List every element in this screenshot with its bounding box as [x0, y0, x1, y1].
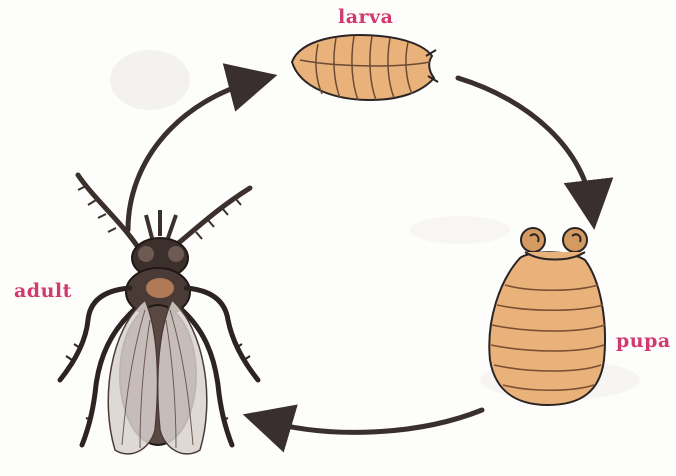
label-larva: larva [338, 6, 393, 28]
pupa-figure [489, 228, 605, 405]
arrow-pupa-to-adult [262, 410, 482, 432]
adult-fly-figure [60, 175, 258, 454]
larva-figure [292, 35, 438, 100]
label-pupa: pupa [616, 330, 671, 352]
arrow-larva-to-pupa [458, 78, 592, 210]
label-adult: adult [14, 280, 72, 302]
